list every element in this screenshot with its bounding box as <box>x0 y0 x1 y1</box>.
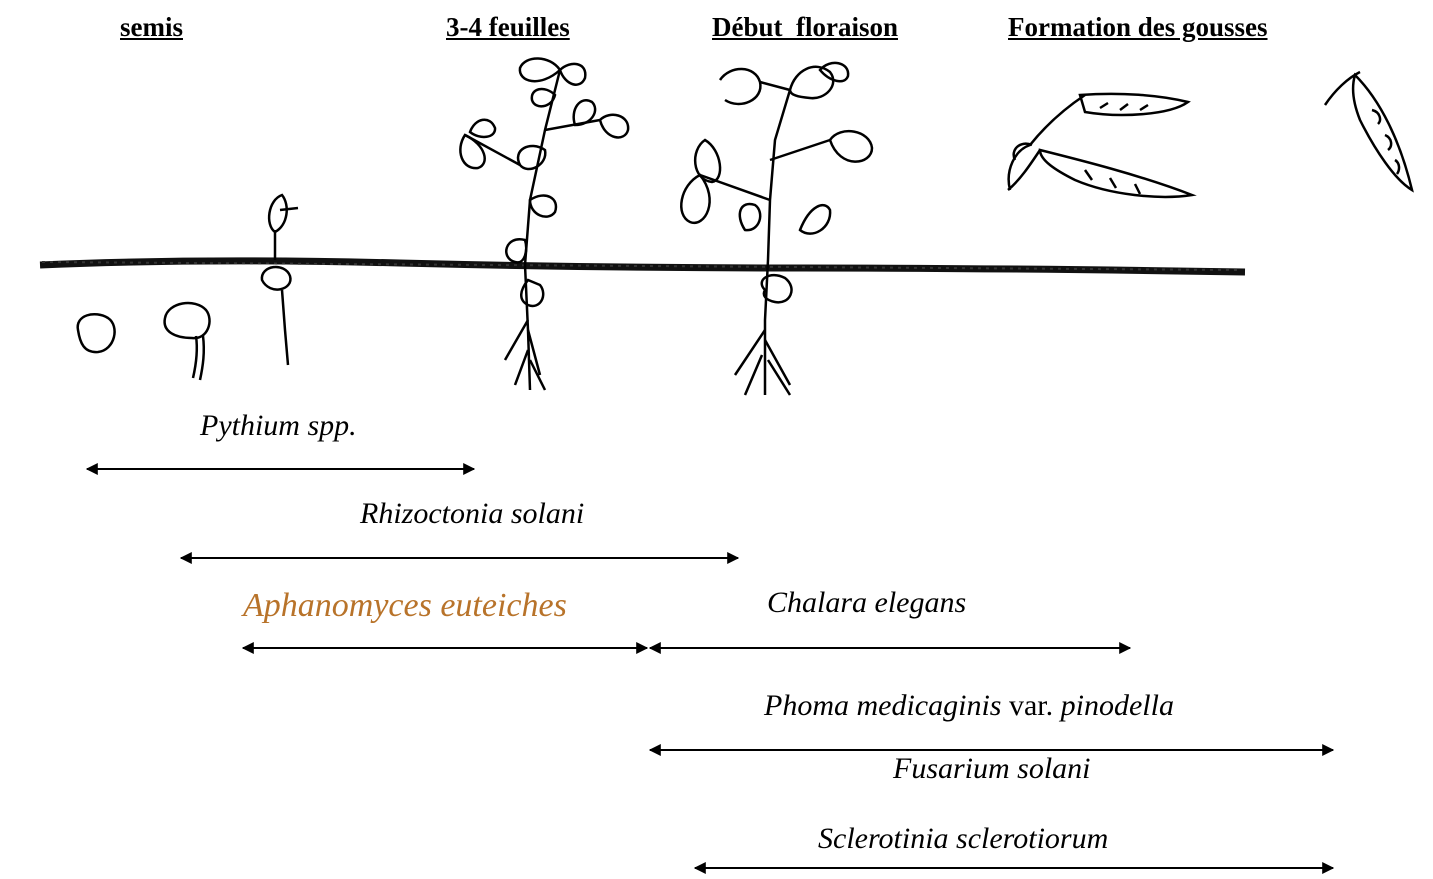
plant-3-4-leaves-icon <box>460 58 628 390</box>
phoma-species: Phoma medicaginis <box>764 689 1001 722</box>
pathogen-label-chalara: Chalara elegans <box>767 588 966 618</box>
soil-line <box>40 261 1245 272</box>
pathogen-label-fusarium: Fusarium solani <box>893 754 1091 784</box>
pathogen-label-rhizoctonia: Rhizoctonia solani <box>360 499 584 529</box>
pea-pods-icon <box>1008 94 1192 197</box>
pathogen-label-sclerotinia: Sclerotinia sclerotiorum <box>818 824 1108 854</box>
seed-icon <box>78 314 115 352</box>
seedling-icon <box>262 195 298 365</box>
phoma-var: var. <box>1009 689 1053 722</box>
flowering-plant-icon <box>681 63 872 395</box>
mature-pod-icon <box>1325 72 1412 190</box>
pathogen-label-phoma: Phoma medicaginis var. pinodella <box>764 691 1174 721</box>
pathogen-label-pythium: Pythium spp. <box>200 411 357 441</box>
pathogen-label-aphanomyces: Aphanomyces euteiches <box>243 589 567 623</box>
phoma-variety: pinodella <box>1061 689 1174 722</box>
germinating-seed-icon <box>165 303 210 380</box>
